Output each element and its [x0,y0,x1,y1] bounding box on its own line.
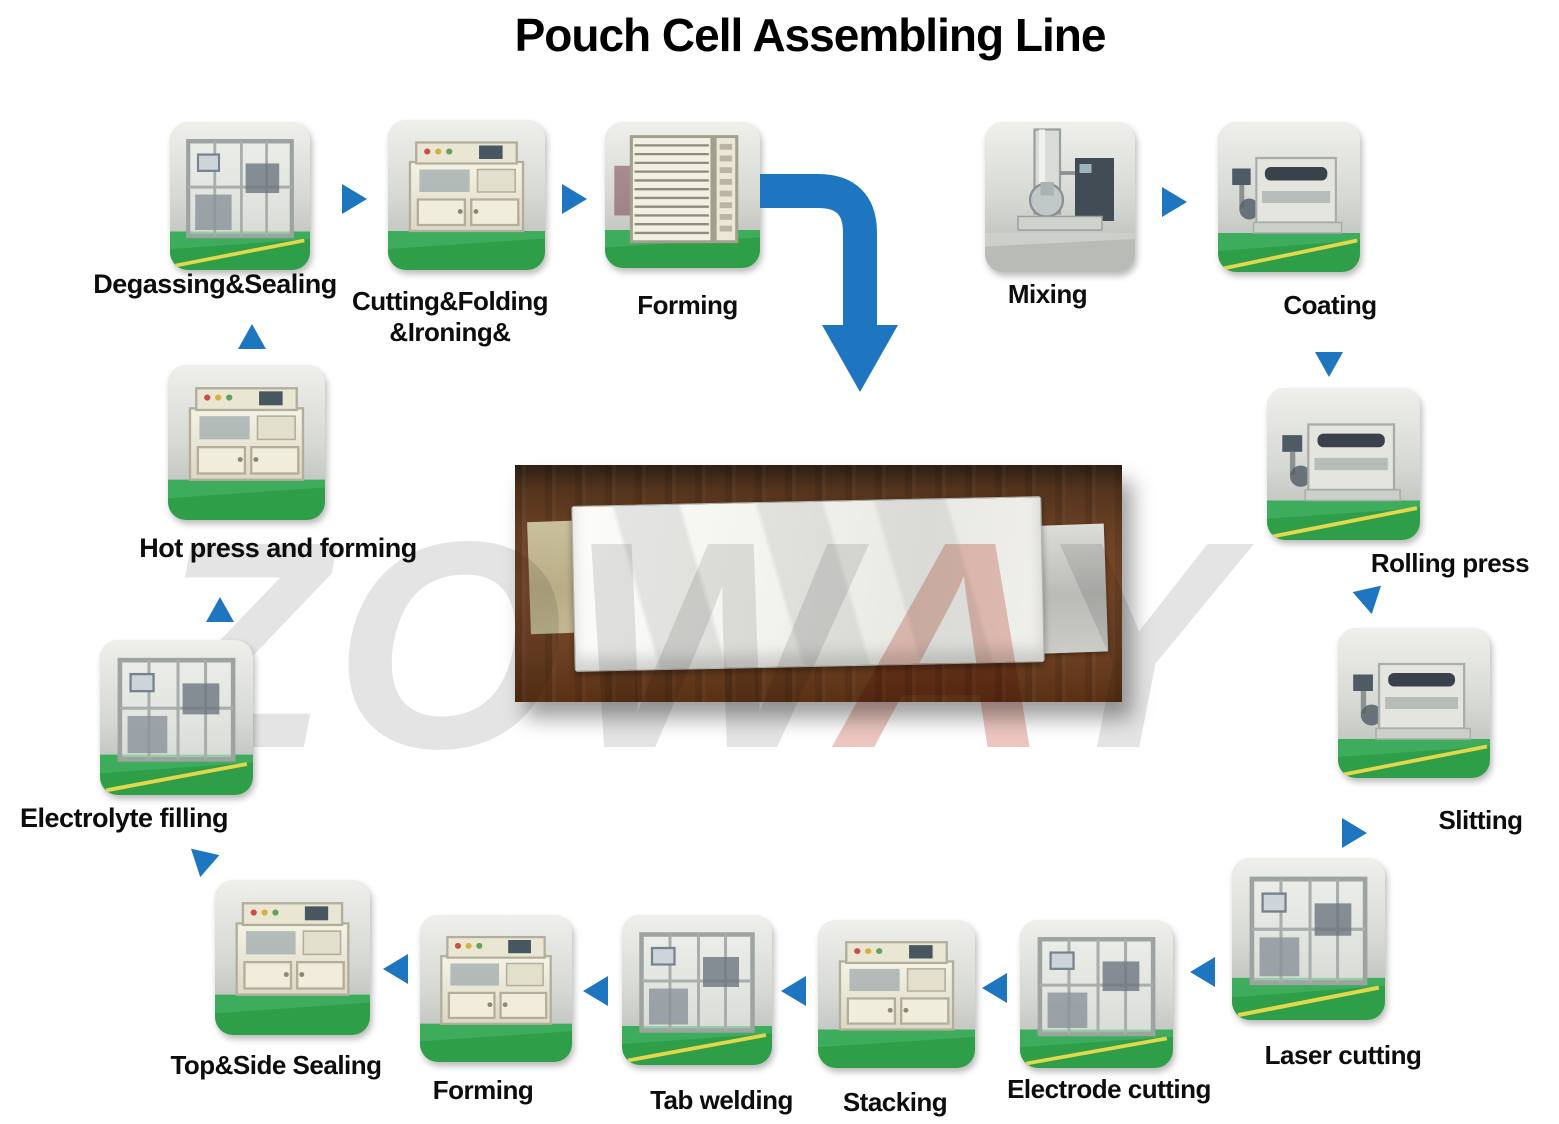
machine-photo-icon [985,122,1135,272]
station-photo-mixing [985,122,1135,272]
machine-photo-icon [1232,858,1385,1020]
flow-arrow-left-icon [982,973,1007,1003]
station-photo-forming-top [605,122,760,268]
flow-arrow-right-icon [342,184,367,214]
station-photo-slitting [1338,628,1490,778]
flow-arrow-right-icon [562,184,587,214]
watermark-letters: Y [1035,480,1238,810]
machine-photo-icon [215,880,370,1035]
flow-arrow-down-icon [1315,352,1343,377]
station-label-laser-cutting: Laser cutting [1264,1040,1422,1070]
flow-arrow-right-icon [1342,818,1367,848]
machine-photo-icon [170,122,310,270]
pouch-cell-photo [515,465,1122,702]
flow-arrow-bent-down-icon [760,174,898,392]
page-title: Pouch Cell Assembling Line [514,9,1107,61]
station-label-tab-welding: Tab welding [650,1085,793,1115]
station-label-degassing-sealing: Degassing&Sealing [93,269,337,299]
machine-photo-icon [818,920,975,1068]
flow-arrow-up-right-icon [190,840,225,878]
flow-arrow-up-icon [238,324,266,349]
station-label-rolling-press: Rolling press [1370,548,1530,578]
station-photo-hot-press-forming [168,365,325,520]
station-label-coating: Coating [1283,290,1377,320]
machine-photo-icon [1020,920,1173,1068]
flow-arrow-up-icon [206,597,234,622]
station-label-slitting: Slitting [1438,805,1523,835]
machine-photo-icon [1267,388,1420,540]
flow-arrow-left-icon [1347,577,1382,615]
flow-arrow-right-icon [1162,187,1187,217]
station-label-electrolyte-filling: Electrolyte filling [19,803,229,833]
flow-arrow-left-icon [781,976,806,1006]
station-photo-laser-cutting [1232,858,1385,1020]
station-label-line2: &Ironing& [389,317,511,348]
station-label-forming-bottom: Forming [432,1075,534,1105]
flow-arrow-left-icon [583,976,608,1006]
machine-photo-icon [605,122,760,268]
station-photo-electrolyte-filling [100,640,253,795]
station-photo-top-side-sealing [215,880,370,1035]
station-photo-rolling-press [1267,388,1420,540]
flow-arrow-left-icon [383,954,408,984]
watermark-letters: W [569,480,838,810]
machine-photo-icon [100,640,253,795]
machine-photo-icon [1218,122,1360,272]
machine-photo-icon [168,365,325,520]
machine-photo-icon [622,915,772,1065]
station-photo-stacking [818,920,975,1068]
station-photo-coating [1218,122,1360,272]
station-photo-degassing-sealing [170,122,310,270]
machine-photo-icon [420,915,572,1062]
station-label-line1: Cutting&Folding [351,286,549,316]
station-photo-cutting-folding-ironing [388,120,545,270]
flow-arrow-left-icon [1190,957,1215,987]
station-label-stacking: Stacking [842,1087,948,1117]
station-label-top-side-sealing: Top&Side Sealing [170,1050,382,1080]
machine-photo-icon [388,120,545,270]
station-label-cutting-folding-ironing: Cutting&Folding &Ironing& [330,286,570,348]
station-photo-tab-welding [622,915,772,1065]
station-label-forming-top: Forming [637,290,738,320]
station-photo-forming-bottom [420,915,572,1062]
station-label-hot-press-forming: Hot press and forming [139,533,417,563]
station-label-mixing: Mixing [1007,279,1088,309]
machine-photo-icon [1338,628,1490,778]
station-photo-electrode-cutting [1020,920,1173,1068]
watermark-accent-letter: A [837,480,1035,810]
zoway-watermark: ZOWAY [148,498,1238,793]
station-label-electrode-cutting: Electrode cutting [1007,1074,1211,1104]
